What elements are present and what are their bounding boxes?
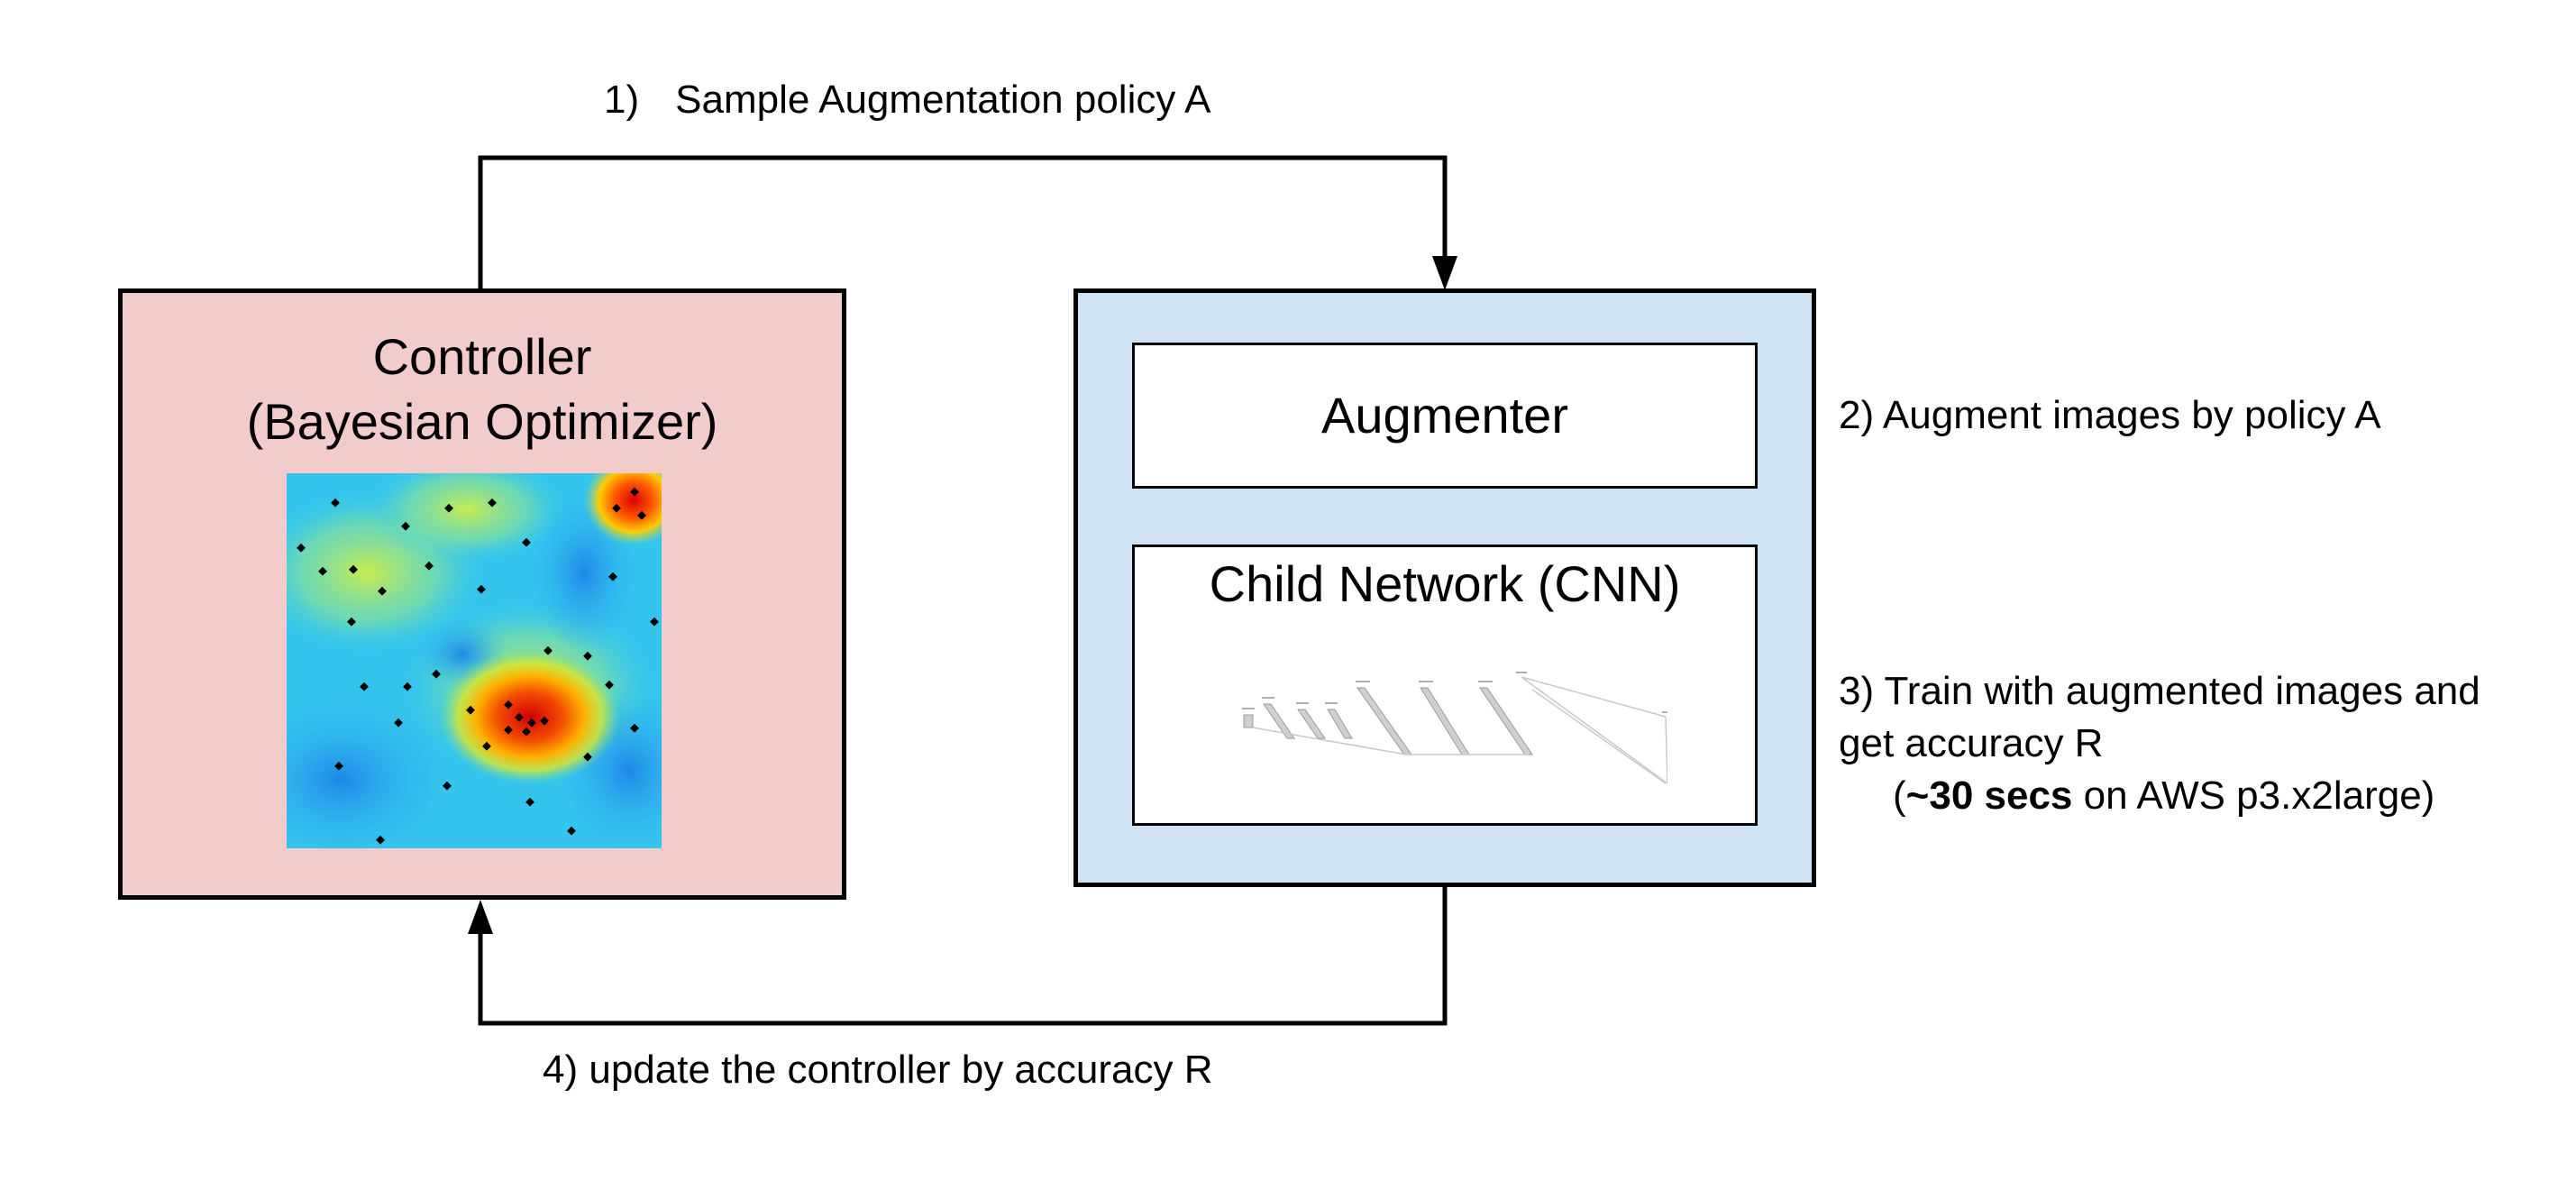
step3-line3: (~30 secs on AWS p3.x2large) [1839,770,2480,822]
step3-open-paren: ( [1893,773,1906,818]
controller-title-line2: (Bayesian Optimizer) [246,393,718,450]
step3-duration: ~30 secs [1905,773,2073,818]
sample-policy-arrowhead [1432,256,1457,290]
cnn-architecture-icon [1242,672,1667,784]
augmenter-label: Augmenter [1321,387,1568,444]
step1-number: 1) [604,78,640,122]
step1-text: Sample Augmentation policy A [675,78,1211,122]
step2-label: 2) Augment images by policy A [1839,393,2381,437]
augmenter-box [1132,343,1758,489]
update-controller-arrow [478,887,1448,1026]
step3-line1: 3) Train with augmented images and [1839,669,2480,713]
sample-points [297,487,659,845]
acquisition-heatmap [287,473,662,848]
sample-policy-arrow [478,155,1448,288]
update-controller-arrowhead [468,900,493,934]
controller-title-line1: Controller [372,328,592,385]
step3-hardware: on AWS p3.x2large) [2072,773,2435,818]
cnn-box [1132,545,1758,826]
step4-label: 4) update the controller by accuracy R [543,1048,1213,1092]
cnn-label: Child Network (CNN) [1209,555,1681,612]
step3-label: 3) Train with augmented images and get a… [1839,665,2480,822]
step1-label: 1) Sample Augmentation policy A [604,74,1211,126]
step3-line2: get accuracy R [1839,721,2104,765]
controller-title: Controller (Bayesian Optimizer) [118,325,846,454]
